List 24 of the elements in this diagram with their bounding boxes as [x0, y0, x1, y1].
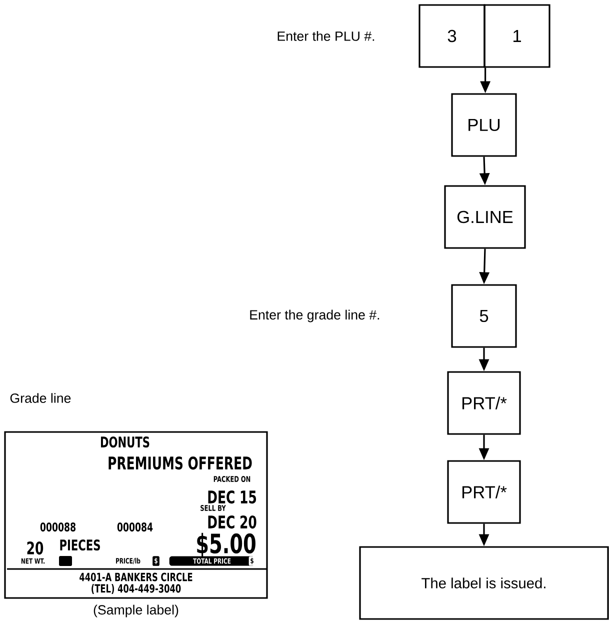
label-text: 000088 — [40, 522, 76, 532]
key-box: PRT/* — [447, 371, 521, 435]
key-box: PRT/* — [447, 460, 521, 524]
label-text: PACKED ON — [214, 476, 250, 482]
heading-text: Grade line — [10, 393, 71, 403]
key-box: 5 — [451, 284, 517, 348]
label-text: PIECES — [60, 539, 100, 551]
key-box: 3 — [418, 4, 486, 68]
instruction-text: Enter the grade line #. — [250, 310, 380, 322]
label-text: 000084 — [117, 522, 153, 532]
instruction-text: Enter the PLU #. — [278, 31, 374, 41]
label-text: DONUTS — [100, 436, 150, 448]
key-box: 1 — [484, 4, 550, 68]
key-box: PLU — [451, 93, 517, 157]
label-text: 4401-A BANKERS CIRCLE — [80, 572, 192, 582]
label-text: DEC 15 — [208, 490, 256, 504]
key-box: G.LINE — [444, 185, 526, 249]
label-text: DEC 20 — [208, 515, 256, 529]
label-text: SELL BY — [200, 504, 226, 512]
label-text: (TEL) 404-449-3040 — [92, 584, 181, 594]
result-box: The label is issued. — [359, 546, 609, 620]
label-text: PREMIUMS OFFERED — [108, 456, 252, 470]
label-text: $5.00 — [197, 532, 256, 558]
label-text: 20 — [27, 541, 44, 555]
